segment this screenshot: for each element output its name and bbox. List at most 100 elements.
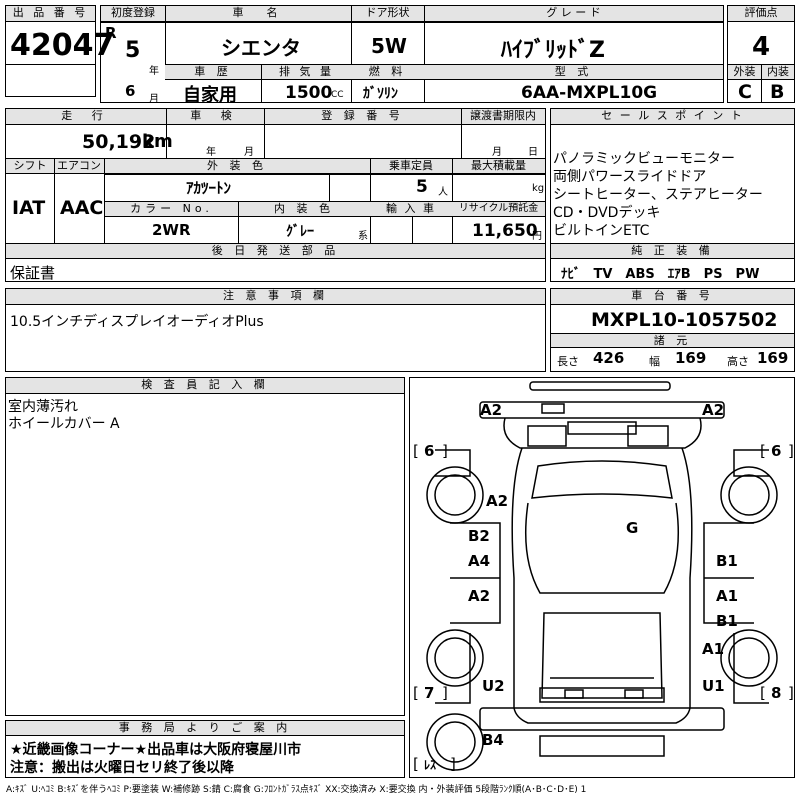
load-label: 最大積載量 — [452, 159, 545, 173]
svg-text:[: [ — [413, 755, 419, 773]
insp-month-unit: 月 — [244, 147, 254, 158]
equipment-label: 純 正 装 備 — [551, 244, 794, 259]
car-outline: A2 A2 A2 B2 A4 A2 B1 A1 B1 A1 U2 U1 B4 G… — [413, 381, 794, 773]
insp-year-unit: 年 — [206, 147, 216, 158]
model-label: 型 式 — [424, 65, 723, 79]
sales-point: パノラミックビューモニター — [553, 151, 735, 167]
equipment: ﾅﾋﾞ TV ABS ｴｱB PS PW — [561, 267, 760, 282]
cc-unit: CC — [331, 90, 344, 100]
shift: IAT — [12, 197, 46, 219]
regno-label: 登 録 番 号 — [264, 109, 461, 123]
svg-text:]: ] — [788, 684, 794, 702]
car-name-label: 車 名 — [165, 6, 351, 20]
displacement-label: 排 気 量 — [262, 65, 351, 79]
transfer-month-unit: 月 — [492, 147, 502, 158]
sales-label: セ ー ル ス ポ イ ン ト — [551, 109, 794, 125]
color-no: 2WR — [152, 221, 191, 239]
tire-label: 7 — [424, 684, 434, 702]
transfer-label: 譲渡書期限内 — [461, 109, 545, 123]
svg-text:]: ] — [788, 442, 794, 460]
header-box: 初度登録 車 名 ドア形状 グ レ ー ド R 5 年 6 月 シエンタ 5W … — [100, 5, 724, 106]
recycle-fee: 11,650 — [472, 221, 538, 241]
year-unit: 年 — [149, 66, 159, 77]
color-no-label: カラー No. — [105, 202, 238, 216]
transfer-day-unit: 日 — [528, 147, 538, 158]
office-label: 事 務 局 よ り ご 案 内 — [6, 721, 404, 736]
ac-label: エアコン — [54, 159, 104, 173]
width-label: 幅 — [649, 355, 660, 368]
score-box: 評価点 4 外装 内装 C B — [727, 5, 795, 103]
color-label: 外 装 色 — [104, 159, 370, 173]
height-label: 高さ — [727, 355, 749, 368]
capacity: 5 — [416, 177, 428, 197]
notes-text: 10.5インチディスプレイオーディオPlus — [10, 314, 264, 330]
damage-mark: A1 — [702, 640, 724, 658]
grade: ﾊｲﾌﾞﾘｯﾄﾞZ — [501, 38, 605, 63]
chassis-box: 車 台 番 号 MXPL10-1057502 諸 元 長さ 426 幅 169 … — [550, 288, 795, 372]
int-score: B — [770, 81, 785, 103]
displacement: 1500 — [285, 83, 333, 103]
inspector-label: 検 査 員 記 入 欄 — [6, 378, 404, 394]
door-label: ドア形状 — [351, 6, 424, 20]
damage-mark: B2 — [468, 527, 490, 545]
sales-point: ビルトインETC — [553, 223, 650, 239]
interior-color-label: 内 装 色 — [238, 202, 370, 216]
damage-mark: U2 — [482, 677, 505, 695]
damage-mark: A1 — [716, 587, 738, 605]
history-label: 車 歴 — [165, 65, 261, 79]
sales-point: シートヒーター、ステアヒーター — [553, 187, 763, 203]
lot-number: 42047 — [10, 28, 115, 63]
inspector-line: ホイールカバー A — [8, 416, 120, 432]
era: R — [105, 24, 117, 42]
notes-box: 注 意 事 項 欄 10.5インチディスプレイオーディオPlus — [5, 288, 546, 372]
dims-label: 諸 元 — [551, 334, 794, 348]
mileage: 50,192 — [82, 131, 156, 153]
sales-point: 両側パワースライドドア — [553, 169, 707, 185]
damage-mark: B4 — [482, 731, 504, 749]
grade-label: グ レ ー ド — [424, 6, 723, 20]
damage-mark: U1 — [702, 677, 725, 695]
history: 自家用 — [183, 85, 237, 106]
svg-text:[: [ — [760, 442, 766, 460]
recycle-unit: 円 — [532, 231, 542, 242]
interior-color: ｸﾞﾚｰ — [286, 224, 314, 240]
first-reg-label: 初度登録 — [101, 6, 165, 20]
recycle-label: リサイクル預託金 — [452, 202, 545, 216]
damage-mark: G — [626, 519, 638, 537]
reg-year: 5 — [125, 38, 141, 63]
svg-text:[: [ — [760, 684, 766, 702]
damage-mark: B1 — [716, 612, 738, 630]
interior-color-unit: 系 — [358, 231, 368, 242]
office-box: 事 務 局 よ り ご 案 内 ★近畿画像コーナー★出品車は大阪府寝屋川市 注意… — [5, 720, 405, 778]
km-unit: km — [142, 131, 173, 152]
int-label: 内装 — [762, 65, 794, 79]
svg-text:[: [ — [413, 442, 419, 460]
length-label: 長さ — [557, 355, 579, 368]
svg-text:]: ] — [450, 755, 456, 773]
length: 426 — [593, 349, 625, 367]
exterior-color: ｱｶﾂｰﾄﾝ — [186, 179, 232, 197]
chassis-label: 車 台 番 号 — [551, 289, 794, 305]
tire-label: 8 — [771, 684, 781, 702]
damage-mark: A2 — [480, 401, 502, 419]
office-line: 注意：搬出は火曜日セリ終了後以降 — [10, 760, 234, 776]
lot-label: 出 品 番 号 — [6, 6, 95, 22]
office-line: ★近畿画像コーナー★出品車は大阪府寝屋川市 — [10, 742, 302, 758]
damage-mark: A2 — [702, 401, 724, 419]
ext-score: C — [738, 81, 752, 103]
score: 4 — [752, 32, 771, 62]
fuel-label: 燃 料 — [351, 65, 424, 79]
month-unit: 月 — [149, 94, 159, 105]
inspection-label: 車 検 — [166, 109, 264, 123]
shift-label: シフト — [6, 159, 54, 173]
inspector-line: 室内薄汚れ — [8, 399, 78, 415]
tire-label: 6 — [424, 442, 434, 460]
car-name: シエンタ — [221, 36, 301, 60]
chassis-number: MXPL10-1057502 — [591, 309, 778, 331]
sales-box: セ ー ル ス ポ イ ン ト パノラミックビューモニター 両側パワースライドド… — [550, 108, 795, 282]
damage-mark: B1 — [716, 552, 738, 570]
svg-text:[: [ — [413, 684, 419, 702]
sales-point: CD・DVDデッキ — [553, 205, 661, 221]
svg-text:]: ] — [442, 684, 448, 702]
later-parts-label: 後 日 発 送 部 品 — [6, 244, 545, 259]
